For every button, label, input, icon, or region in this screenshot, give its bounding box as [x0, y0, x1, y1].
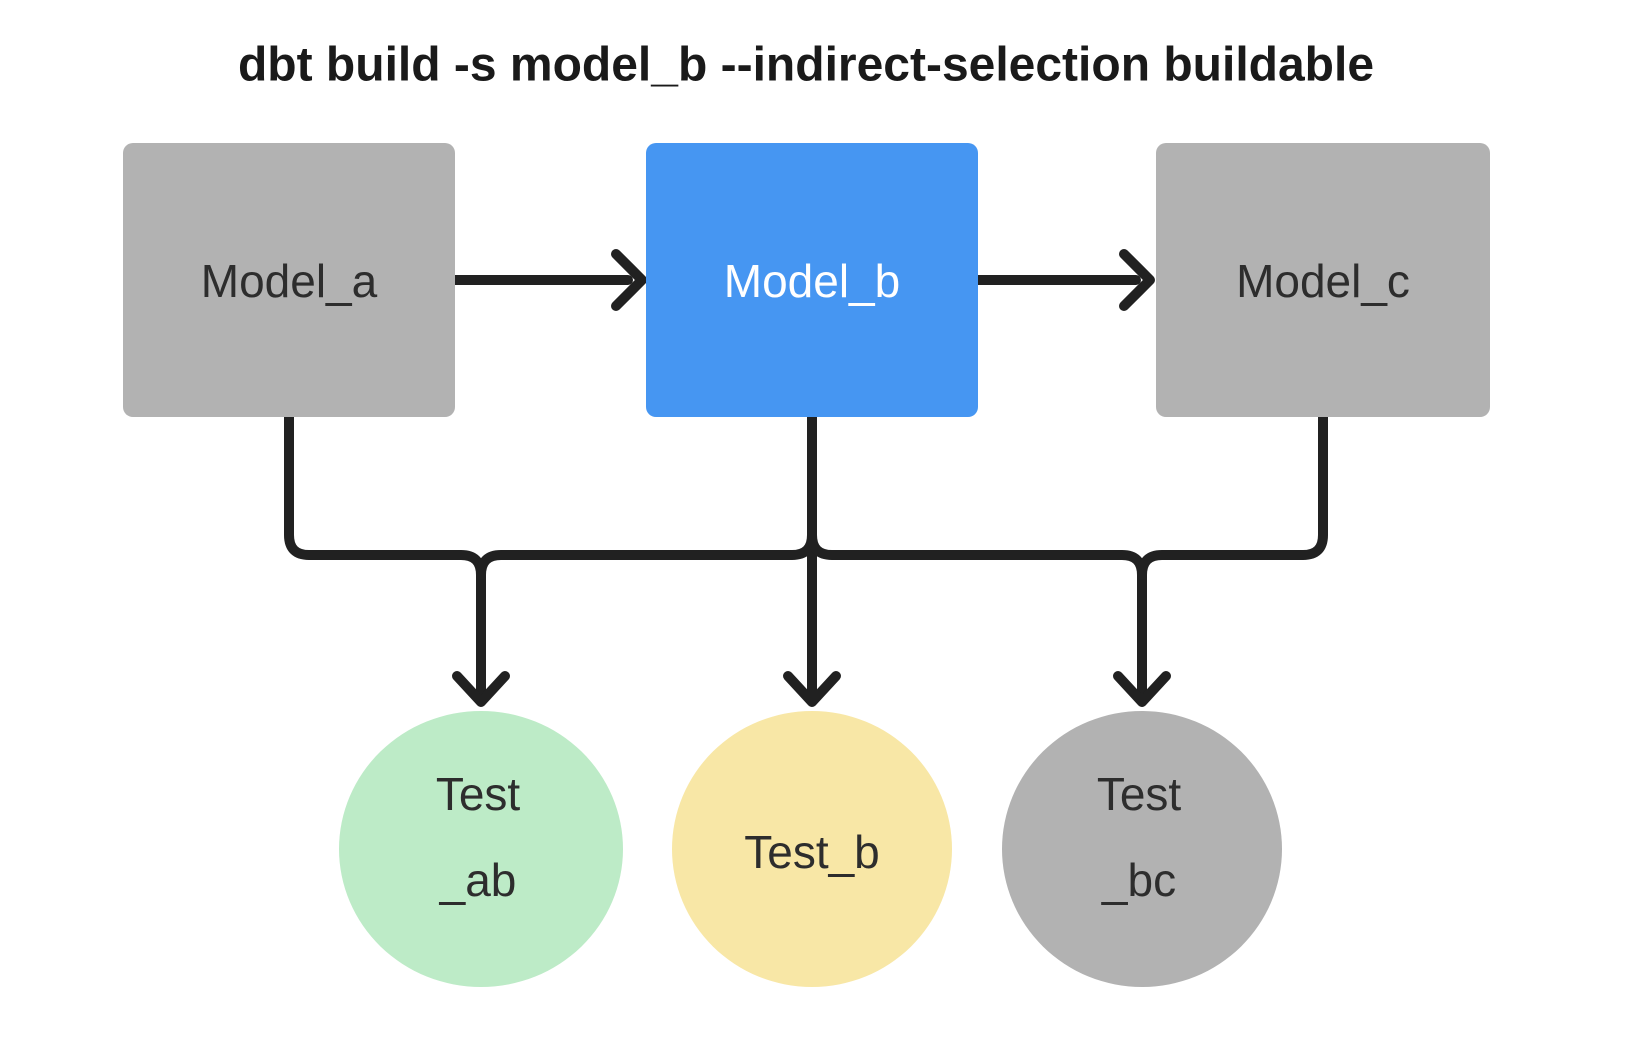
node-model-c-label: Model_c — [1236, 255, 1410, 307]
node-test-bc — [1002, 711, 1282, 987]
node-model-a-label: Model_a — [201, 255, 378, 307]
edge-shaft — [807, 412, 1147, 701]
edge-model-c-to-test-bc — [1137, 412, 1328, 580]
node-model-b — [646, 143, 978, 417]
node-test-bc-label-line2: _bc — [1101, 854, 1176, 906]
arrow-head-down-icon — [783, 671, 841, 707]
node-model-c — [1156, 143, 1490, 417]
node-test-b-label: Test_b — [744, 826, 880, 878]
diagram-title: dbt build -s model_b --indirect-selectio… — [238, 39, 1374, 92]
edge-model-a-to-test-ab — [284, 412, 486, 701]
arrow-head-down-icon — [452, 671, 510, 707]
node-test-ab-label-line2: _ab — [439, 854, 517, 906]
node-test-bc-label-line1: Test — [1097, 768, 1182, 820]
edge-shaft — [284, 412, 486, 701]
node-model-b-label: Model_b — [724, 255, 900, 307]
arrow-head-right-icon — [1119, 249, 1155, 311]
node-test-ab-label-line1: Test — [436, 768, 521, 820]
model-nodes: Model_a Model_b Model_c — [123, 143, 1490, 417]
node-test-b — [672, 711, 952, 987]
arrow-head-right-icon — [611, 249, 647, 311]
edge-shaft — [1137, 412, 1328, 580]
edge-model-b-to-test-bc — [807, 412, 1147, 701]
node-model-a — [123, 143, 455, 417]
arrow-head-down-icon — [1113, 671, 1171, 707]
test-nodes: Test _ab Test_b Test _bc — [339, 711, 1282, 987]
node-test-ab — [339, 711, 623, 987]
edge-model-a-to-model-b — [450, 249, 647, 311]
edge-model-b-to-model-c — [973, 249, 1155, 311]
edges — [284, 249, 1328, 707]
edge-model-b-to-test-ab — [476, 412, 817, 580]
edge-shaft — [476, 412, 817, 580]
